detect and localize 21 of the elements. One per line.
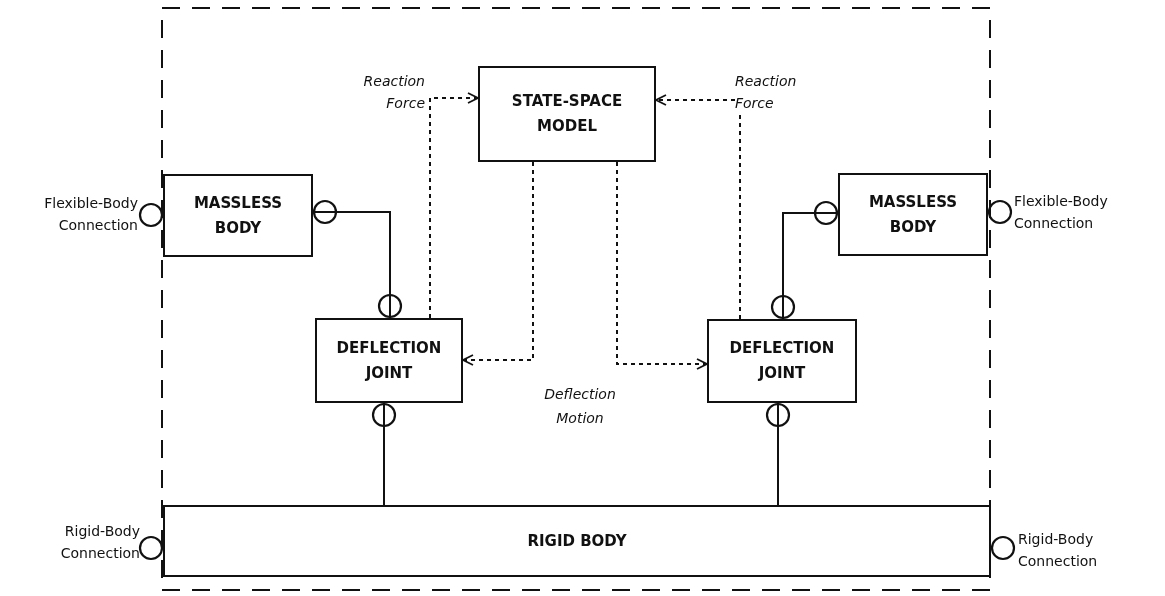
block-label: MASSLESS BODY: [867, 191, 959, 238]
block-label: RIGID BODY: [527, 530, 627, 552]
block-label: DEFLECTION JOINT: [728, 338, 836, 384]
block-label: STATE-SPACE MODEL: [510, 91, 624, 137]
block-box: [315, 318, 463, 403]
port-label: Flexible-Body Connection: [1014, 192, 1109, 233]
block-box: [838, 173, 988, 256]
block-box: [478, 66, 656, 162]
block-box: [163, 174, 313, 257]
block-box: [163, 505, 991, 577]
signal-label: Deflection Motion: [543, 385, 617, 428]
port-label: Rigid-Body Connection: [59, 522, 140, 563]
port-label: Rigid-Body Connection: [1018, 530, 1099, 571]
port-label: Flexible-Body Connection: [43, 194, 138, 235]
arrow: [616, 161, 708, 370]
arrow: [655, 94, 741, 320]
arrow: [462, 161, 534, 366]
block-label: DEFLECTION JOINT: [335, 337, 443, 384]
arrow: [429, 92, 479, 319]
block-label: MASSLESS BODY: [192, 192, 284, 239]
block-box: [707, 319, 857, 403]
